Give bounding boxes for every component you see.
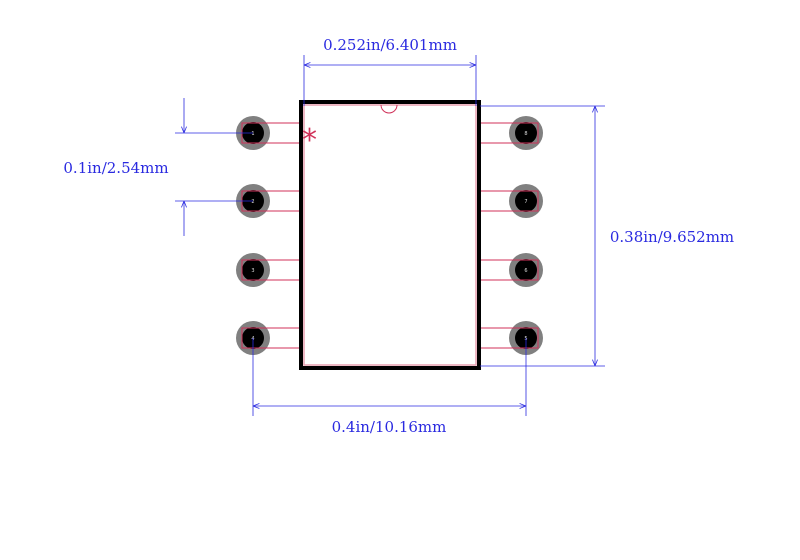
pads: 1 2 3 4 8 7 6 5 (236, 116, 543, 355)
pin-number: 7 (524, 199, 527, 205)
pad-3: 3 (236, 253, 302, 287)
pad-6: 6 (478, 253, 543, 287)
pin-number: 1 (251, 131, 254, 137)
pin1-marker: * (302, 123, 317, 158)
pad-hole (515, 122, 537, 144)
pad-4: 4 (236, 321, 302, 355)
dimension-label-pad-span: 0.4in/10.16mm (332, 418, 447, 436)
pad-hole (515, 190, 537, 212)
pin-number: 3 (251, 268, 254, 274)
pad-hole (242, 259, 264, 281)
pad-hole (515, 259, 537, 281)
pin-number: 6 (524, 268, 527, 274)
pad-7: 7 (478, 184, 543, 218)
pin-number: 8 (524, 131, 527, 137)
dimension-label-body-width: 0.252in/6.401mm (323, 36, 457, 54)
dimension-label-pitch: 0.1in/2.54mm (63, 159, 168, 177)
dimension-pad-span: 0.4in/10.16mm (252, 338, 527, 436)
dimension-body-length: 0.38in/9.652mm (480, 105, 734, 367)
dimension-pitch: 0.1in/2.54mm (63, 98, 253, 236)
dimension-body-width: 0.252in/6.401mm (303, 36, 477, 106)
pin-number: 2 (251, 199, 254, 205)
dimension-label-body-length: 0.38in/9.652mm (610, 228, 734, 246)
courtyard-outline (303, 104, 477, 366)
package-body-outline (299, 100, 481, 370)
pin1-notch (380, 104, 398, 114)
pad-5: 5 (478, 321, 543, 355)
pad-8: 8 (478, 116, 543, 150)
